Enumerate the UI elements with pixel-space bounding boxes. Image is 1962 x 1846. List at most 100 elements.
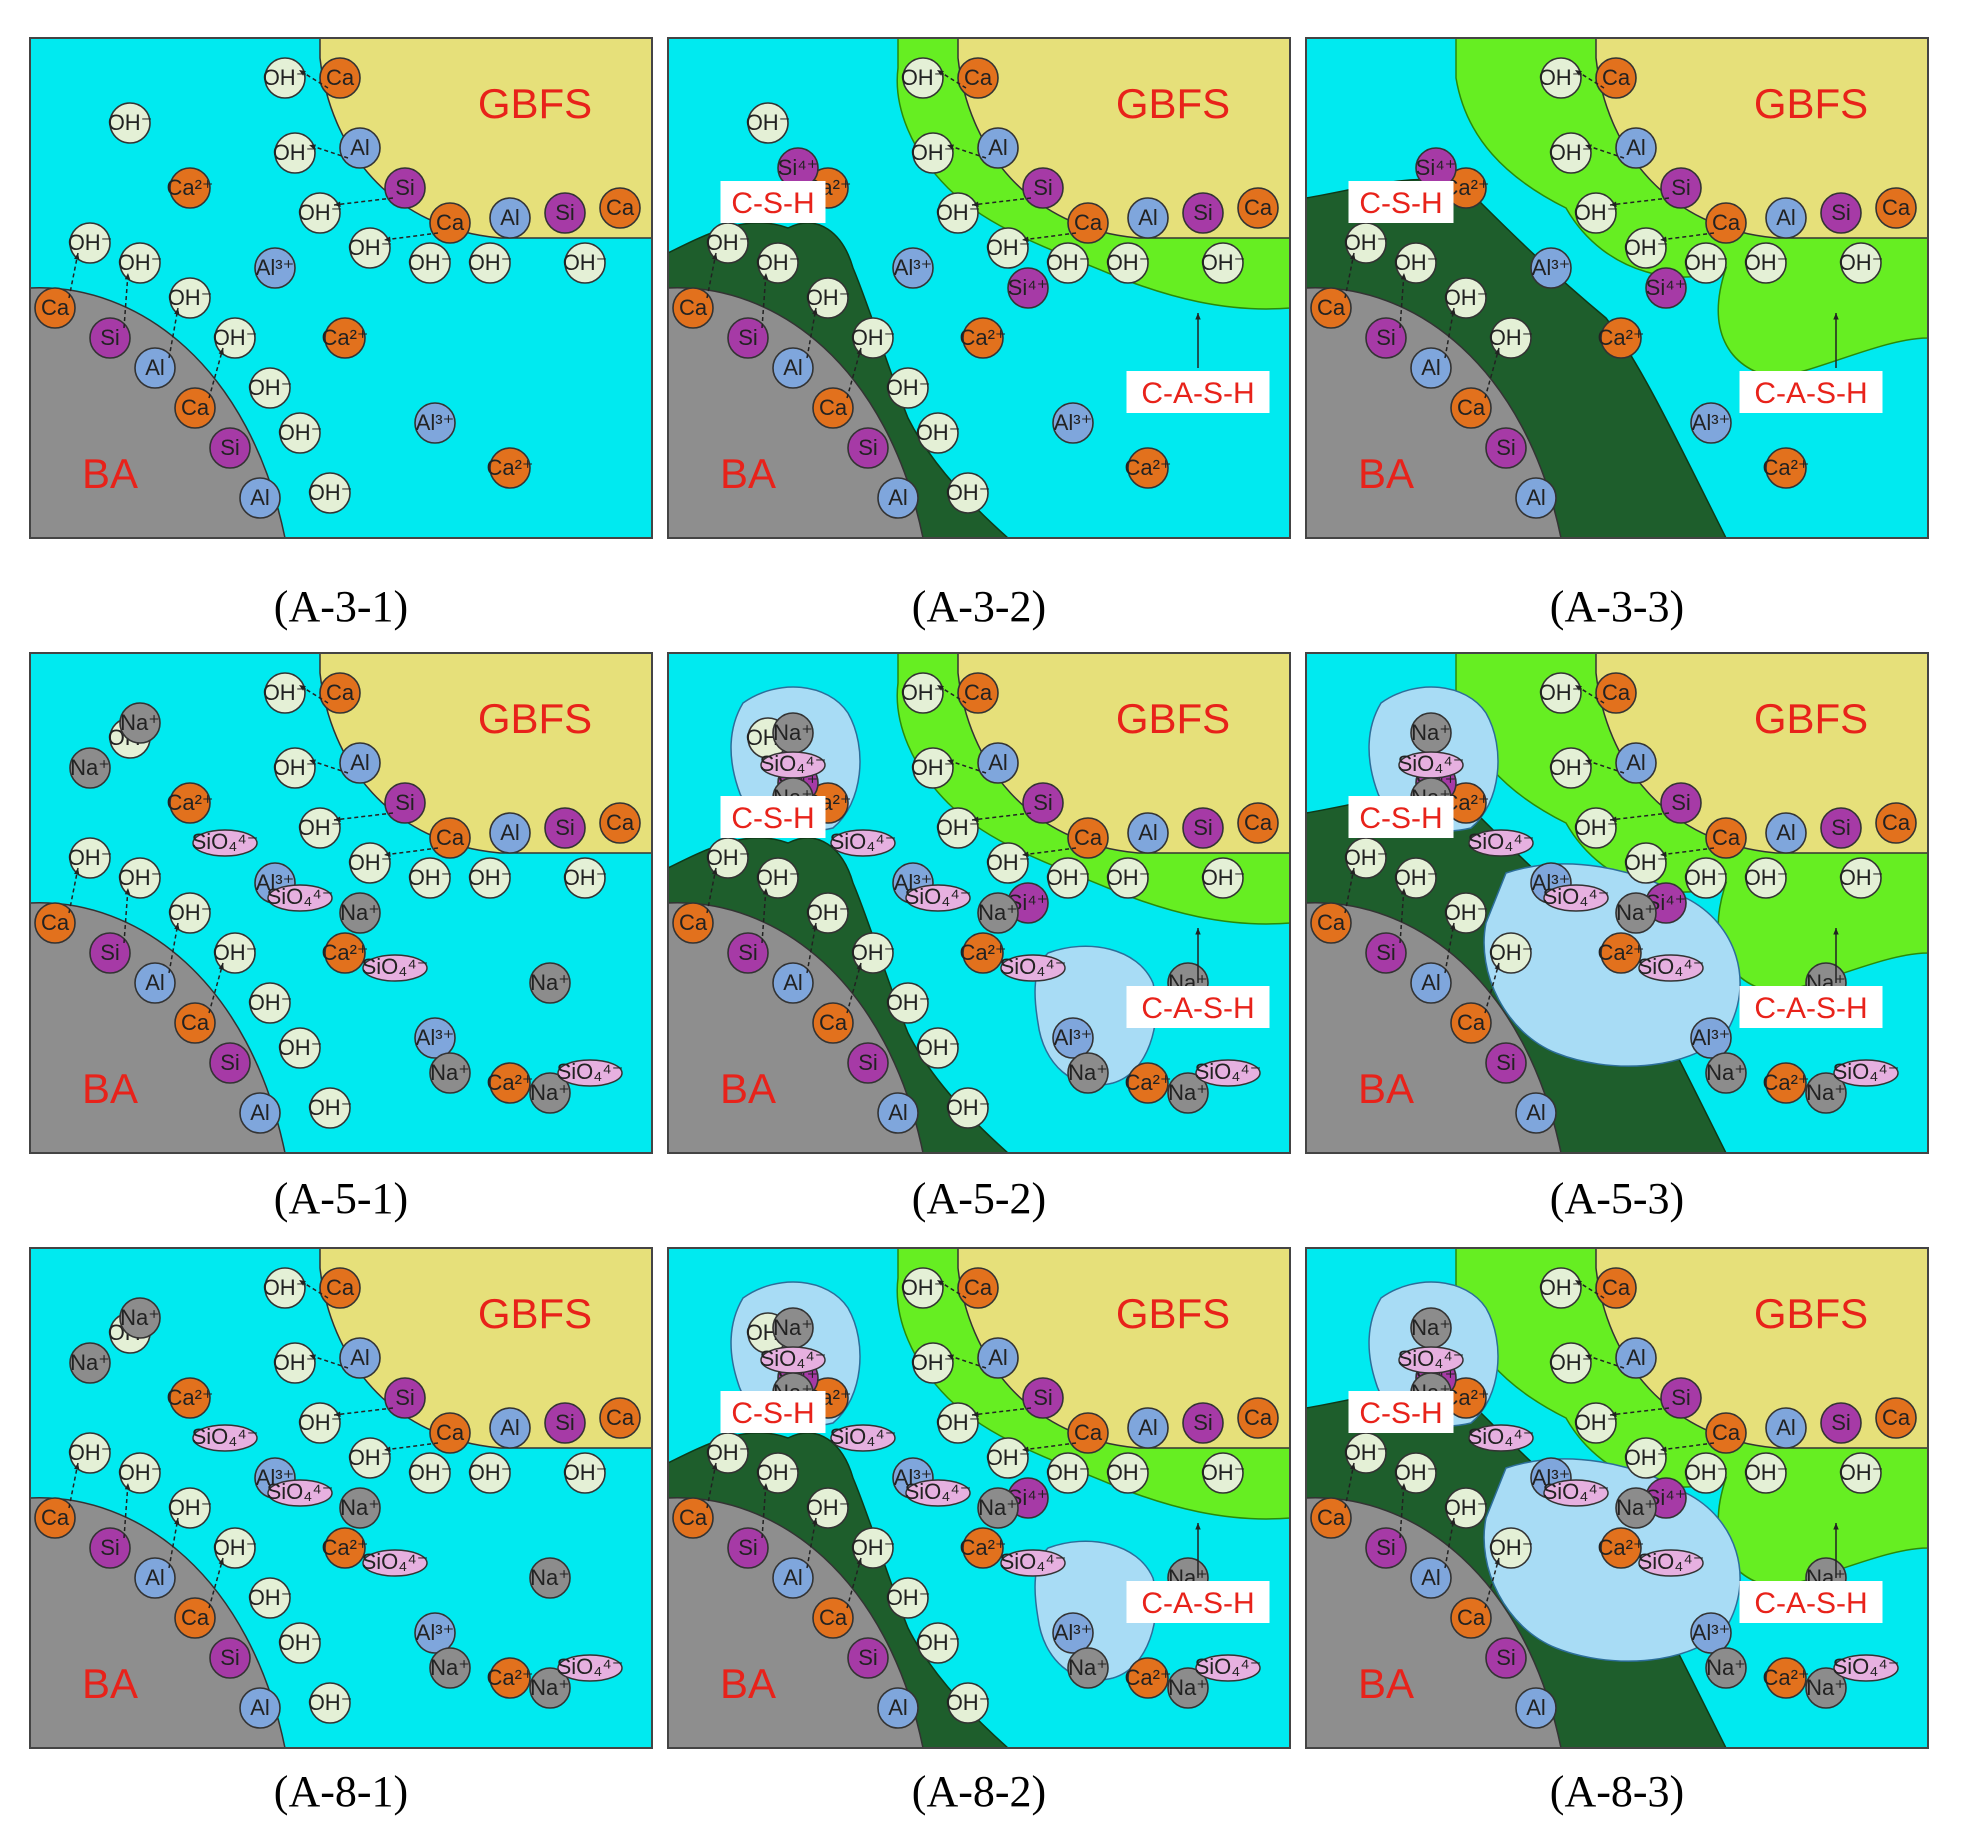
sodium-ion: Na⁺ — [529, 962, 571, 1004]
hydroxide-ion-shape — [214, 932, 256, 974]
ca-atom-shape — [1067, 1412, 1109, 1454]
si-atom-shape — [1660, 1377, 1702, 1419]
ca-ion-label: Ca²⁺ — [166, 1385, 213, 1410]
hydroxide-ion-label: OH⁻ — [213, 325, 258, 350]
hydroxide-ion-shape — [1047, 242, 1089, 284]
ca-atom-shape — [174, 1002, 216, 1044]
reaction-arrow — [1344, 252, 1355, 299]
ca-atom: Ca — [34, 287, 76, 329]
si-atom-shape — [1022, 1377, 1064, 1419]
ca-atom: Ca — [319, 1267, 361, 1309]
ca-atom-shape — [1237, 187, 1279, 229]
hydroxide-ion-label: OH⁻ — [1624, 850, 1669, 875]
hydroxide-ion-label: OH⁻ — [1549, 755, 1594, 780]
silicate-ion-shape — [1833, 1654, 1899, 1682]
hydroxide-ion-label: OH⁻ — [1201, 1460, 1246, 1485]
arrow-head — [947, 759, 954, 765]
hydroxide-ion-label: OH⁻ — [1684, 865, 1729, 890]
reaction-arrow — [761, 272, 767, 329]
ca-atom: Ca — [957, 672, 999, 714]
hydroxide-ion-label: OH⁻ — [168, 1495, 213, 1520]
reaction-arrow — [1344, 1462, 1355, 1509]
product-label-text: C-A-S-H — [1141, 377, 1254, 410]
ca-atom-shape — [34, 1497, 76, 1539]
sodium-ion-label: Na⁺ — [1806, 1080, 1846, 1105]
hydroxide-ion-label: OH⁻ — [1344, 1440, 1389, 1465]
reaction-arrow — [706, 867, 717, 914]
sodium-ion-label: Na⁺ — [1616, 1495, 1656, 1520]
hydroxide-ion-shape — [917, 1622, 959, 1664]
hydroxide-ion: OH⁻ — [1574, 1402, 1619, 1444]
hydroxide-ion: OH⁻ — [68, 222, 112, 264]
silicate-ion-shape — [830, 829, 896, 857]
hydroxide-ion-shape — [564, 857, 606, 899]
ca-atom-label: Ca — [606, 1405, 635, 1430]
hydroxide-ion-label: OH⁻ — [213, 1535, 258, 1560]
ca-ion-label: Ca²⁺ — [321, 1535, 368, 1560]
hydroxide-ion-label: OH⁻ — [806, 285, 851, 310]
csh-product-label: C-S-H — [1348, 1391, 1454, 1433]
hydroxide-ion-label: OH⁻ — [706, 845, 751, 870]
silicate-ion: SiO₄⁴⁻ — [1833, 1654, 1899, 1682]
hydroxide-ion-label: OH⁻ — [468, 1460, 513, 1485]
hydroxide-ion-label: OH⁻ — [806, 1495, 851, 1520]
hydroxide-ion-label: OH⁻ — [1106, 865, 1151, 890]
sodium-ion-shape — [429, 1052, 471, 1094]
hydroxide-ion-shape — [299, 192, 341, 234]
hydroxide-ion: OH⁻ — [911, 132, 955, 174]
ca-atom: Ca — [174, 1597, 216, 1639]
si-atom: Si — [544, 1402, 586, 1444]
hydroxide-ion-shape — [249, 982, 291, 1024]
hydroxide-ion: OH⁻ — [1106, 242, 1150, 284]
sodium-ion-label: Na⁺ — [1806, 1675, 1846, 1700]
hydroxide-ion-shape — [852, 932, 894, 974]
arrow-head — [218, 1558, 224, 1565]
silicate-ion-shape — [1468, 1424, 1534, 1452]
si-atom-shape — [1660, 782, 1702, 824]
hydroxide-ion: OH⁻ — [851, 1527, 895, 1569]
silicate-ion-label: SiO₄⁴⁻ — [557, 1059, 624, 1084]
hydroxide-ion-label: OH⁻ — [946, 1690, 991, 1715]
product-label-text: C-A-S-H — [1141, 992, 1254, 1025]
reaction-arrow — [1659, 1442, 1715, 1451]
reaction-arrow — [1444, 922, 1455, 974]
hydroxide-ion: OH⁻ — [1839, 1452, 1883, 1494]
silicate-ion-label: SiO₄⁴⁻ — [1195, 1059, 1262, 1084]
silicate-ion: SiO₄⁴⁻ — [1195, 1059, 1262, 1087]
hydroxide-ion-label: OH⁻ — [263, 680, 308, 705]
hydroxide-ion-label: OH⁻ — [1394, 1460, 1439, 1485]
silicate-ion-shape — [1543, 884, 1609, 912]
hydroxide-ion-shape — [1550, 1342, 1592, 1384]
hydroxide-ion-label: OH⁻ — [1574, 1410, 1619, 1435]
product-label-box — [720, 796, 826, 838]
hydroxide-ion-shape — [807, 892, 849, 934]
hydroxide-ion-label: OH⁻ — [1394, 250, 1439, 275]
ca-atom: Ca — [1450, 1597, 1492, 1639]
al-atom-shape — [489, 812, 531, 854]
sodium-ion: Na⁺ — [339, 1487, 381, 1529]
silicate-ion-label: SiO₄⁴⁻ — [1000, 1549, 1067, 1574]
hydroxide-ion-shape — [299, 1402, 341, 1444]
al-ion-shape — [254, 247, 296, 289]
hydroxide-ion: OH⁻ — [273, 747, 317, 789]
sodium-ion-shape — [339, 892, 381, 934]
al-atom-shape — [1615, 742, 1657, 784]
silicate-ion: SiO₄⁴⁻ — [192, 1424, 258, 1452]
reaction-arrow — [971, 1407, 1032, 1416]
ca-atom-shape — [34, 902, 76, 944]
al-ion-shape — [1052, 1017, 1094, 1059]
al-atom-label: Al — [888, 1100, 908, 1125]
si-atom-label: Si — [1496, 1050, 1516, 1075]
hydroxide-ion-label: OH⁻ — [308, 1095, 353, 1120]
si-atom-label: Si — [100, 1535, 120, 1560]
si-atom-label: Si — [1033, 790, 1053, 815]
reaction-arrow — [68, 867, 79, 914]
hydroxide-ion: OH⁻ — [936, 192, 980, 234]
si-atom-label: Si — [738, 325, 758, 350]
si-atom-label: Si — [100, 940, 120, 965]
al-ion-label: Al³⁺ — [1054, 1025, 1093, 1050]
al-ion-shape — [892, 247, 934, 289]
